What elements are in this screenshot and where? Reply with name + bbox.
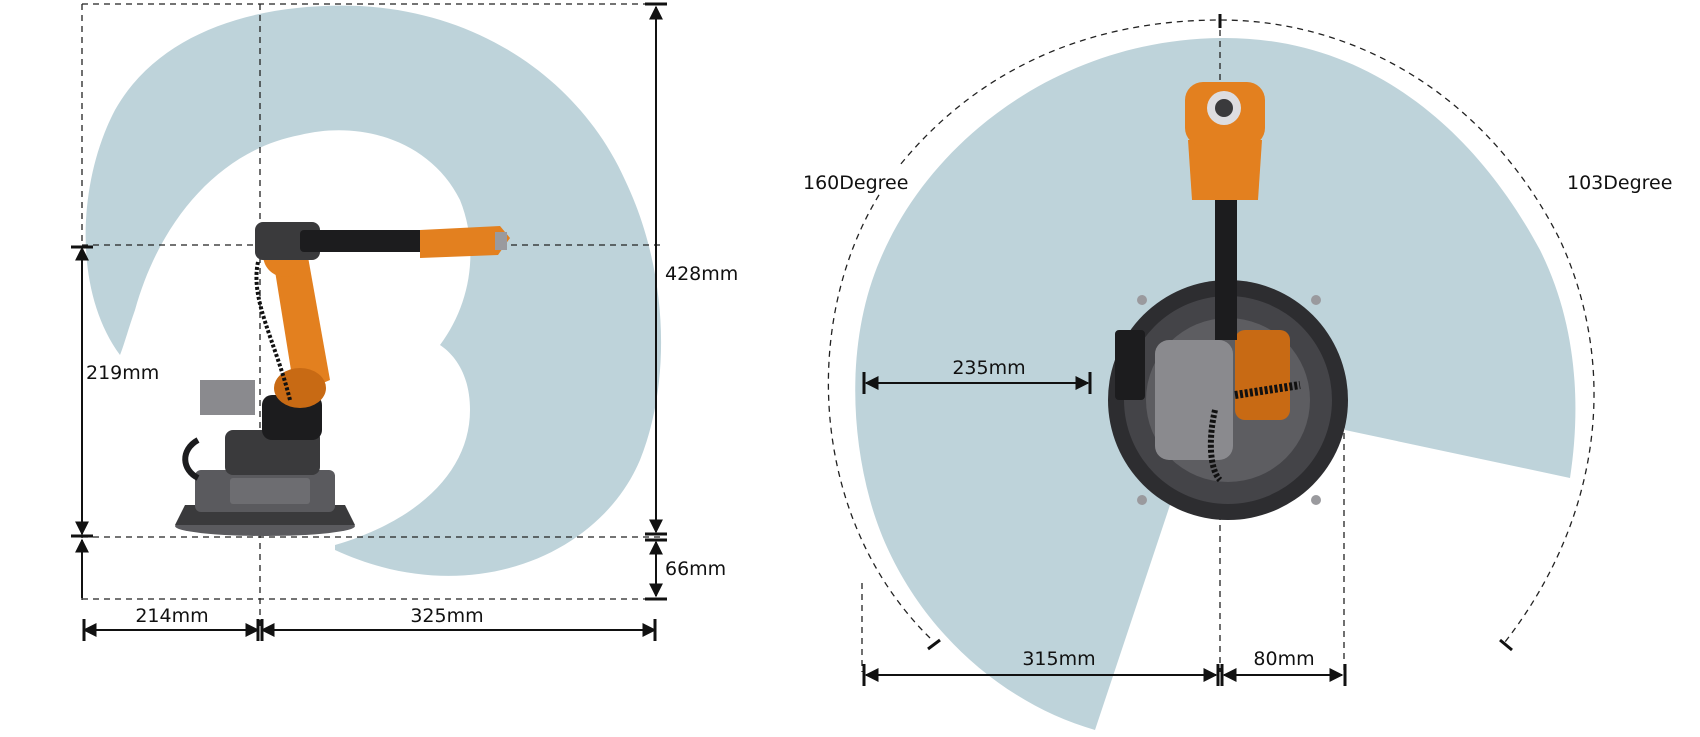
side-workspace-envelope (85, 5, 662, 576)
top-view: 235mm 315mm 80mm 160Degree 103Degree (800, 14, 1674, 731)
side-view: 214mm 325mm 219mm 428mm 66mm (71, 2, 738, 641)
angle-right-label: 103Degree (1567, 172, 1672, 194)
top-workspace-envelope (855, 37, 1576, 731)
dim-total-height: 428mm (665, 263, 738, 285)
top-robot-arm (1108, 82, 1348, 520)
dim-reach-left: 315mm (1022, 648, 1095, 670)
dim-reach: 325mm (410, 605, 483, 627)
dim-lower-reach: 66mm (665, 558, 726, 580)
dim-radius-left: 235mm (952, 357, 1025, 379)
dim-shoulder-height: 219mm (86, 362, 159, 384)
side-robot-arm (175, 222, 510, 536)
dim-base-offset: 214mm (135, 605, 208, 627)
angle-left-label: 160Degree (803, 172, 908, 194)
dim-offset-right: 80mm (1253, 648, 1314, 670)
